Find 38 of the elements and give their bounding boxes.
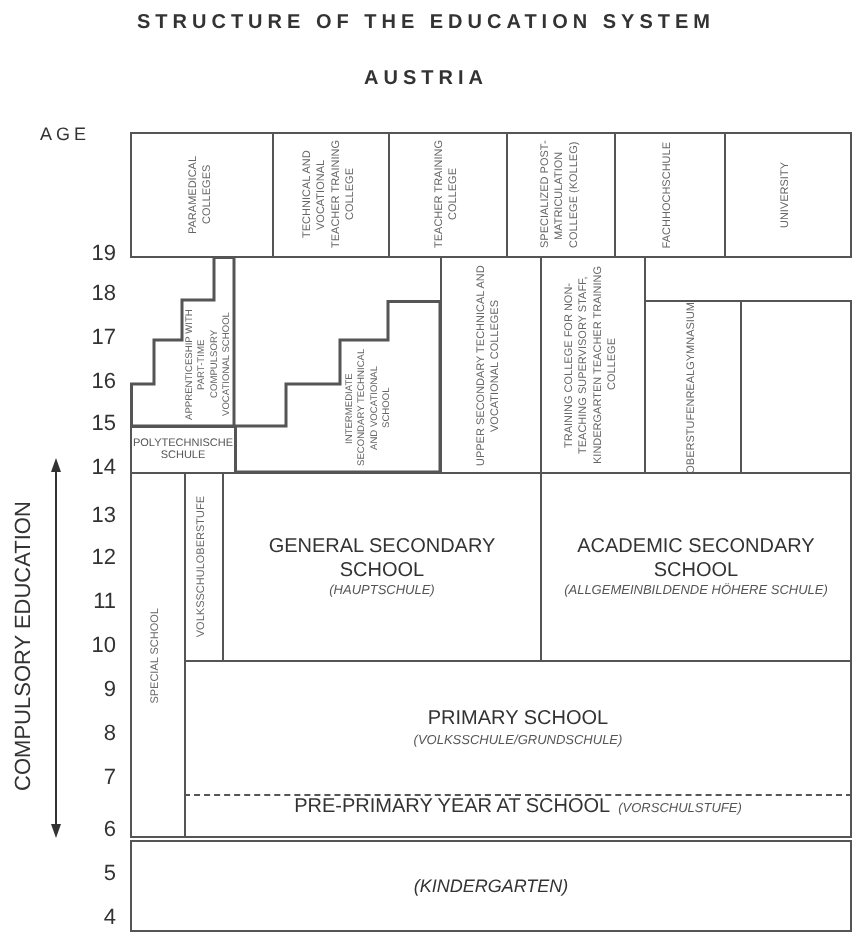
age-number: 12: [89, 546, 116, 570]
school-name: PRE-PRIMARY YEAR AT SCHOOL: [294, 796, 611, 819]
age-number: 19: [89, 242, 116, 266]
subtitle: AUSTRIA: [362, 68, 490, 90]
box-shape: [740, 300, 852, 474]
age-number: 7: [101, 766, 116, 790]
school-box: [184, 794, 852, 838]
age-number: 15: [89, 412, 116, 436]
age-number: 14: [89, 456, 116, 480]
age-number: 10: [89, 634, 116, 658]
age-number: 8: [101, 722, 116, 746]
school-box: [272, 132, 390, 258]
school-box: [724, 132, 852, 258]
school-name: (KINDERGARTEN): [413, 875, 569, 897]
school-box: [130, 426, 236, 474]
age-number: 9: [101, 678, 116, 702]
title: STRUCTURE OF THE EDUCATION SYSTEM: [135, 12, 717, 34]
age-number: 18: [89, 282, 116, 306]
school-box: [130, 132, 274, 258]
school-name: ACADEMIC SECONDARY SCHOOL: [575, 536, 817, 582]
axis-label: AGE: [40, 124, 91, 144]
school-box: [388, 132, 508, 258]
school-box: [130, 472, 186, 838]
age-number: 4: [101, 906, 116, 930]
age-number: 13: [89, 504, 116, 528]
age-number: 16: [89, 370, 116, 394]
school-box: [644, 300, 742, 474]
school-name: PRIMARY SCHOOL: [427, 708, 609, 732]
axis-label: COMPULSORY EDUCATION: [12, 499, 36, 795]
school-box: [614, 132, 726, 258]
age-number: 17: [89, 326, 116, 350]
school-box: [130, 256, 236, 428]
school-name: GENERAL SECONDARY SCHOOL: [266, 536, 498, 582]
school-box: [234, 300, 442, 474]
age-number: 11: [91, 590, 116, 614]
age-number: 5: [101, 862, 116, 886]
school-box: [130, 840, 852, 932]
age-number: 6: [101, 818, 116, 842]
